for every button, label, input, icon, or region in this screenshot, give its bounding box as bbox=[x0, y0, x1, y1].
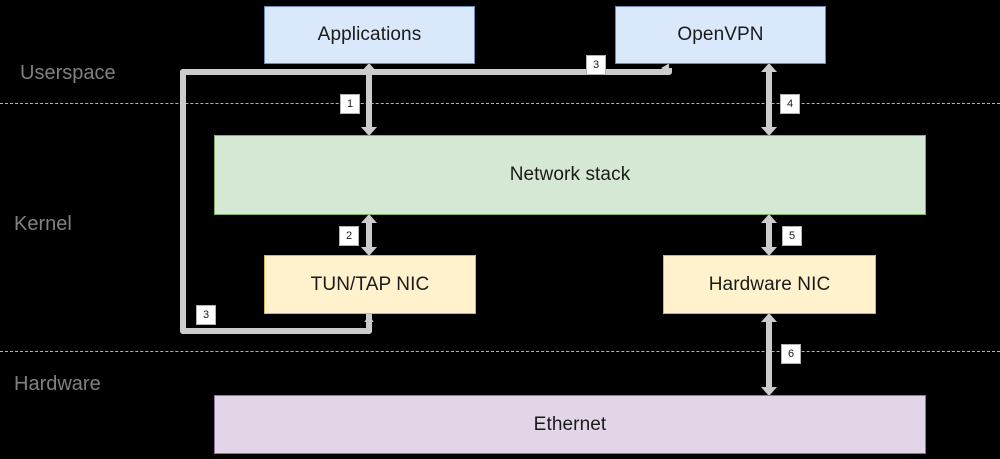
edge-5-arrow bbox=[761, 214, 777, 256]
edge-label-1: 1 bbox=[340, 94, 360, 114]
node-hardware-nic[interactable]: Hardware NIC bbox=[663, 255, 876, 314]
arrow-shaft bbox=[766, 320, 772, 389]
edge-label-3-bottom: 3 bbox=[196, 305, 216, 325]
node-network-stack[interactable]: Network stack bbox=[214, 135, 926, 215]
arrow-shaft bbox=[366, 70, 372, 129]
userspace-kernel-divider bbox=[0, 103, 1000, 104]
layer-label-kernel: Kernel bbox=[14, 213, 72, 235]
node-ethernet[interactable]: Ethernet bbox=[214, 395, 926, 454]
arrow-head-up bbox=[761, 63, 777, 72]
layer-label-userspace: Userspace bbox=[20, 62, 116, 84]
arrow-head-up bbox=[361, 214, 377, 223]
layer-label-hardware: Hardware bbox=[14, 373, 101, 395]
edge-label-5: 5 bbox=[782, 226, 802, 246]
arrow-head-down bbox=[761, 247, 777, 256]
node-label-ethernet: Ethernet bbox=[533, 413, 607, 435]
arrow-head-down bbox=[761, 387, 777, 396]
node-tun-tap-nic[interactable]: TUN/TAP NIC bbox=[264, 255, 476, 314]
edge-label-2: 2 bbox=[339, 226, 359, 246]
edge-label-4: 4 bbox=[780, 94, 800, 114]
node-label-applications: Applications bbox=[317, 24, 422, 45]
node-label-tun-tap-nic: TUN/TAP NIC bbox=[310, 273, 430, 295]
arrow-head-down bbox=[361, 127, 377, 136]
edge-4-arrow bbox=[761, 63, 777, 136]
node-label-hardware-nic: Hardware NIC bbox=[708, 273, 831, 295]
edge-label-6: 6 bbox=[781, 344, 801, 364]
kernel-hardware-divider bbox=[0, 351, 1000, 352]
edge-1-arrow bbox=[361, 63, 377, 136]
arrow-head-up bbox=[761, 214, 777, 223]
node-openvpn[interactable]: OpenVPN bbox=[615, 6, 826, 64]
node-applications[interactable]: Applications bbox=[264, 6, 475, 64]
edge-6-arrow bbox=[761, 313, 777, 396]
edge-label-3-top: 3 bbox=[586, 55, 606, 75]
arrow-shaft bbox=[366, 221, 372, 249]
arrow-head-down bbox=[761, 127, 777, 136]
arrow-head-up bbox=[361, 63, 377, 72]
arrow-shaft bbox=[766, 70, 772, 129]
node-label-openvpn: OpenVPN bbox=[677, 24, 764, 45]
node-label-network-stack: Network stack bbox=[509, 164, 631, 185]
arrow-shaft bbox=[766, 221, 772, 249]
arrow-head-down bbox=[361, 247, 377, 256]
arrow-head-up bbox=[761, 313, 777, 322]
edge-2-arrow bbox=[361, 214, 377, 256]
